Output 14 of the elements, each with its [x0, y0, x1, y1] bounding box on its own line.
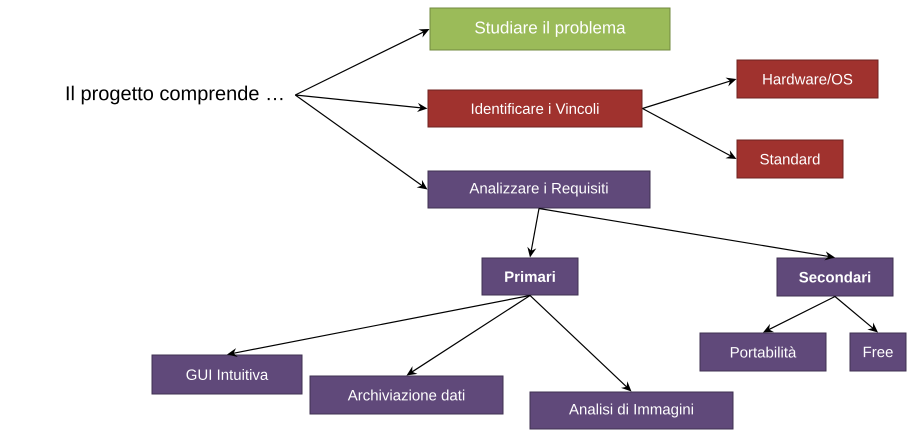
heading-text: Il progetto comprende … — [66, 86, 282, 104]
process-box: Secondari — [776, 258, 894, 296]
process-box: Archiviazione dati — [310, 376, 504, 414]
process-box: Hardware/OS — [736, 60, 878, 98]
process-box: Standard — [736, 140, 844, 178]
process-box: Analizzare i Requisiti — [428, 170, 650, 208]
arrow — [530, 295, 632, 392]
process-box: Portabilità — [700, 332, 826, 372]
process-box: Primari — [482, 258, 578, 296]
process-box: Analisi di Immagini — [530, 392, 734, 430]
process-box: Identificare i Vincoli — [428, 90, 642, 128]
process-box: Free — [850, 332, 906, 372]
process-box: Studiare il problema — [430, 8, 670, 50]
process-box: GUI Intuitiva — [152, 354, 302, 394]
